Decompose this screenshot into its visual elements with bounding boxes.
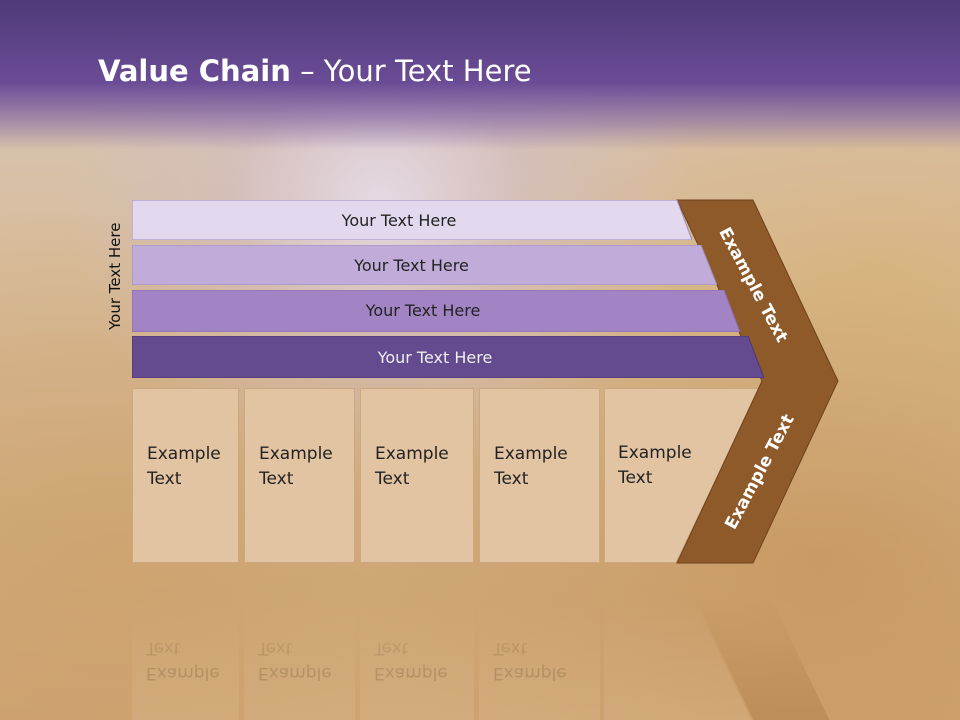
title-banner <box>0 0 960 150</box>
activity-box-5: Example Text <box>604 388 714 563</box>
slide-title-bold: Value Chain <box>98 54 291 88</box>
bar-4: Your Text Here <box>132 336 764 378</box>
bar-1-label: Your Text Here <box>341 210 457 230</box>
margin-chevron <box>676 199 839 564</box>
box-2-line2: Text <box>259 469 294 489</box>
bar-2: Your Text Here <box>132 245 717 285</box>
bar-2-label: Your Text Here <box>354 255 469 275</box>
box-4-line2: Text <box>494 469 529 489</box>
activity-box-3: Example Text <box>360 388 474 563</box>
box-1-line1: Example <box>147 444 221 464</box>
activity-box-5-shape <box>604 388 761 563</box>
box-2-line1: Example <box>259 444 333 464</box>
activity-box-2: Example Text <box>244 388 355 563</box>
activity-box-1: Example Text <box>132 388 239 563</box>
bar-4-label: Your Text Here <box>377 347 493 367</box>
bar-1: Your Text Here <box>132 200 692 240</box>
bar-3: Your Text Here <box>132 290 740 332</box>
box-1-line2: Text <box>147 469 182 489</box>
box-3-line2: Text <box>375 469 410 489</box>
slide-title-rest: – Your Text Here <box>290 54 532 88</box>
side-vertical-label: Your Text Here <box>106 222 124 330</box>
activity-box-4: Example Text <box>479 388 600 563</box>
box-3-line1: Example <box>375 444 449 464</box>
box-5-line2: Text <box>618 468 653 488</box>
bar-3-label: Your Text Here <box>365 300 481 320</box>
slide-title: Value Chain – Your Text Here <box>98 54 532 88</box>
box-5-line1: Example <box>618 443 692 463</box>
box-4-line1: Example <box>494 444 568 464</box>
